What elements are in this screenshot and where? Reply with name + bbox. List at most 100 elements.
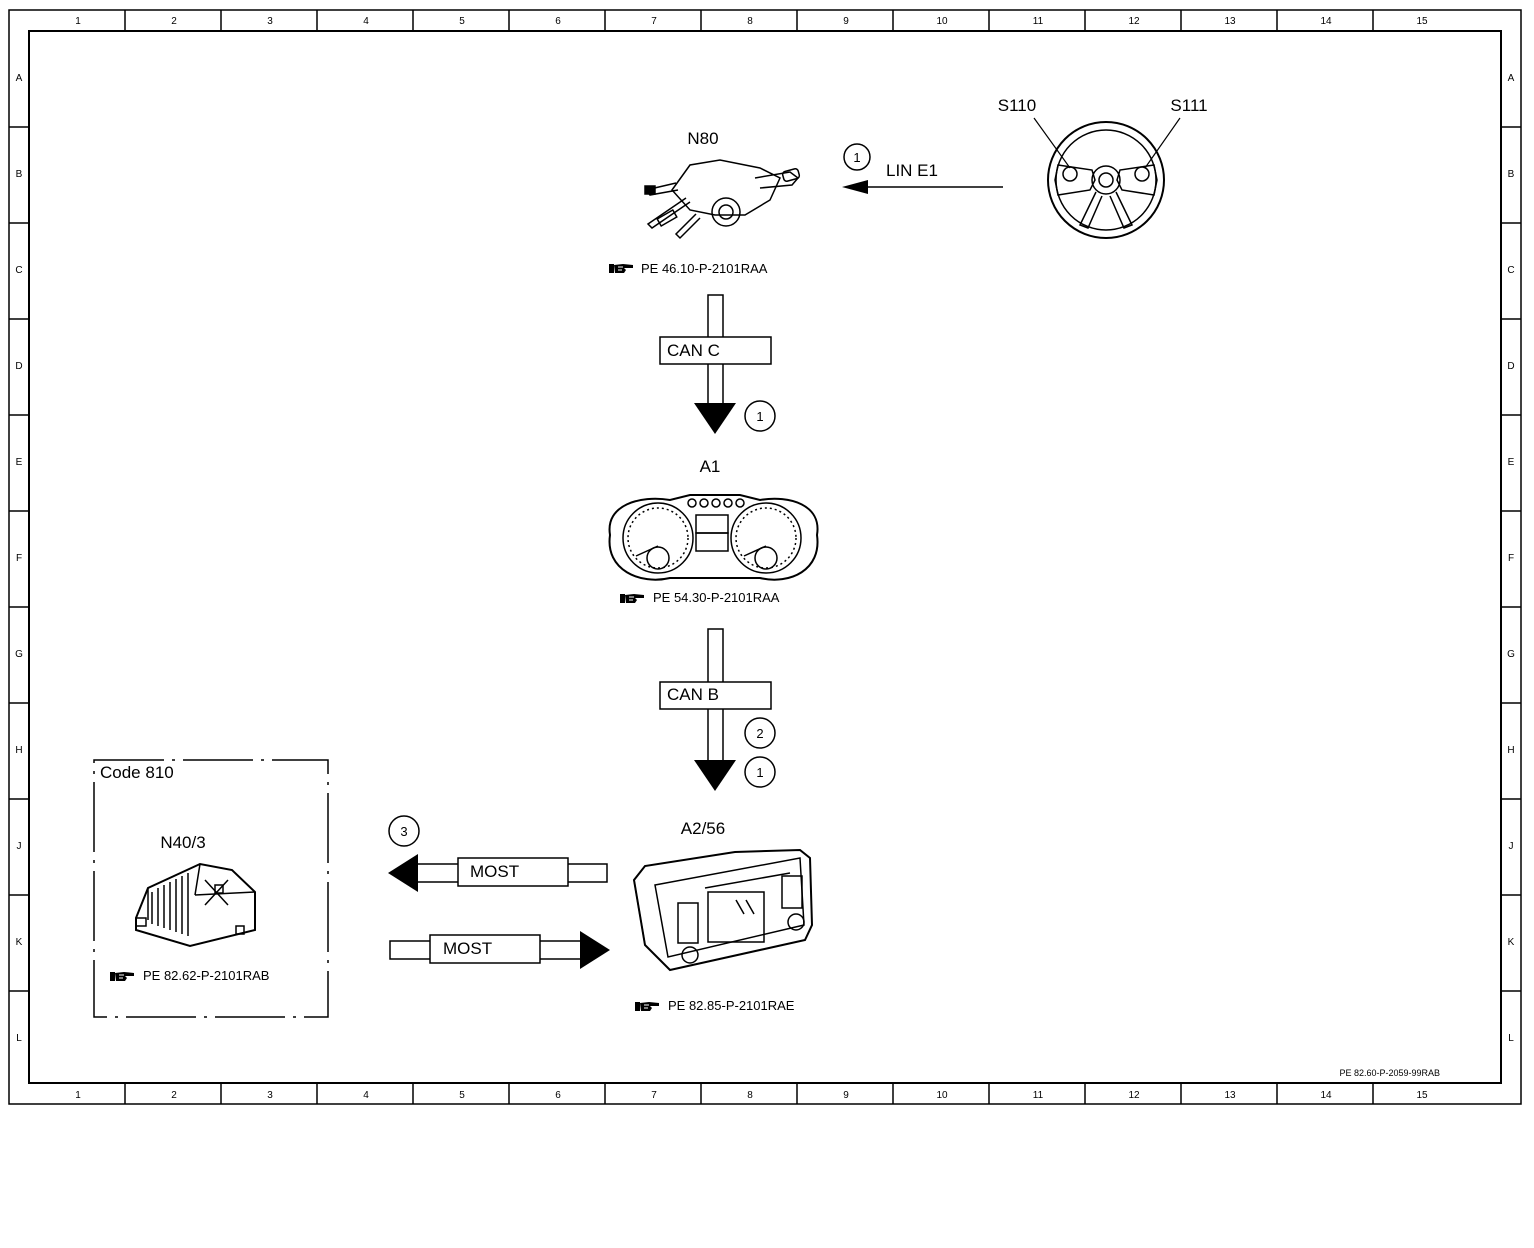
code-810-label: Code 810 [100,763,174,782]
grid-row-label-right: H [1507,745,1514,756]
pointing-hand-icon [109,971,135,982]
steering-column-switch-icon [644,159,801,240]
n80-reference: PE 46.10-P-2101RAA [608,261,768,276]
grid-row-label-right: A [1508,73,1515,84]
svg-text:2: 2 [756,726,763,741]
grid-column-label-bottom: 12 [1128,1090,1140,1101]
grid-column-label-bottom: 2 [171,1090,177,1101]
code-810-box: Code 810 [93,759,329,1018]
grid-row-label-left: B [16,169,23,180]
lin-e1-label: LIN E1 [886,161,938,180]
n40-3-label: N40/3 [160,833,205,852]
steering-wheel-icon [1047,121,1165,239]
grid-column-label-bottom: 13 [1224,1090,1236,1101]
grid-row-label-left: L [16,1033,22,1044]
grid-row-label-right: D [1507,361,1514,372]
grid-column-label-top: 6 [555,16,561,27]
marker-1 [744,400,776,432]
grid-column-label-bottom: 1 [75,1090,81,1101]
grid-row-label-left: D [15,361,22,372]
grid-column-label-top: 7 [651,16,657,27]
grid-row-label-right: B [1508,169,1515,180]
marker-1 [744,756,776,788]
grid-row-dividers [9,126,1521,992]
grid-column-label-top: 13 [1224,16,1236,27]
grid-column-label-top: 12 [1128,16,1140,27]
grid-column-label-bottom: 9 [843,1090,849,1101]
grid-column-label-bottom: 7 [651,1090,657,1101]
grid-row-label-left: F [16,553,22,564]
pointing-hand-icon [608,263,634,274]
grid-column-label-bottom: 15 [1416,1090,1428,1101]
grid-row-label-right: J [1509,841,1514,852]
grid-row-label-left: J [17,841,22,852]
marker-2 [744,717,776,749]
grid-row-label-left: H [15,745,22,756]
most-out-label: MOST [470,862,519,881]
most-in-label: MOST [443,939,492,958]
s111-label: S111 [1170,96,1207,115]
can-c-connection: CAN C 1 [659,294,776,434]
svg-text:PE 54.30-P-2101RAA: PE 54.30-P-2101RAA [653,590,780,605]
svg-text:1: 1 [756,409,763,424]
svg-text:PE 82.85-P-2101RAE: PE 82.85-P-2101RAE [668,998,795,1013]
grid-column-label-bottom: 6 [555,1090,561,1101]
a1-reference: PE 54.30-P-2101RAA [619,590,780,605]
grid-row-label-left: A [16,73,23,84]
grid-row-label-right: C [1507,265,1514,276]
most-in-connection: MOST [389,931,610,969]
grid-row-label-left: C [15,265,22,276]
can-c-label: CAN C [667,341,720,360]
grid-column-label-top: 2 [171,16,177,27]
grid-row-label-left: G [15,649,23,660]
svg-text:PE 46.10-P-2101RAA: PE 46.10-P-2101RAA [641,261,768,276]
can-b-label: CAN B [667,685,719,704]
inner-frame [28,30,1502,1084]
outer-frame [8,9,1522,1105]
head-unit-icon [632,848,814,972]
grid-column-label-top: 14 [1320,16,1332,27]
grid-column-dividers [124,10,1374,1104]
grid-column-label-bottom: 3 [267,1090,273,1101]
marker-1 [843,143,871,171]
grid-column-label-top: 15 [1416,16,1428,27]
a2-56-label: A2/56 [681,819,725,838]
grid-column-labels: 1122334455667788991010111112121313141415… [75,16,1428,1101]
grid-row-label-left: E [16,457,23,468]
instrument-cluster-icon [608,494,819,581]
grid-column-label-bottom: 4 [363,1090,369,1101]
grid-row-label-right: K [1508,937,1515,948]
n40-3-reference: PE 82.62-P-2101RAB [109,968,269,983]
grid-column-label-top: 8 [747,16,753,27]
marker-3 [388,815,420,847]
svg-text:1: 1 [756,765,763,780]
grid-column-label-top: 11 [1033,16,1044,27]
grid-column-label-top: 3 [267,16,273,27]
s110-label: S110 [998,96,1036,115]
grid-column-label-top: 5 [459,16,465,27]
grid-column-label-top: 4 [363,16,369,27]
grid-column-label-bottom: 14 [1320,1090,1332,1101]
grid-column-label-top: 9 [843,16,849,27]
grid-row-label-right: G [1507,649,1515,660]
grid-column-label-top: 1 [75,16,81,27]
grid-column-label-bottom: 8 [747,1090,753,1101]
grid-column-label-bottom: 5 [459,1090,465,1101]
svg-text:PE 82.62-P-2101RAB: PE 82.62-P-2101RAB [143,968,269,983]
grid-column-label-bottom: 10 [936,1090,948,1101]
grid-row-label-right: L [1508,1033,1514,1044]
svg-text:1: 1 [853,150,860,165]
can-b-connection: CAN B 2 1 [659,628,776,791]
n80-label: N80 [687,129,718,148]
grid-column-label-bottom: 11 [1033,1090,1044,1101]
document-id: PE 82.60-P-2059-99RAB [1339,1068,1440,1078]
grid-row-label-right: F [1508,553,1514,564]
amplifier-icon [135,862,256,948]
svg-text:3: 3 [400,824,407,839]
a2-56-reference: PE 82.85-P-2101RAE [634,998,795,1013]
grid-row-label-right: E [1508,457,1515,468]
pointing-hand-icon [619,593,645,604]
pointing-hand-icon [634,1001,660,1012]
